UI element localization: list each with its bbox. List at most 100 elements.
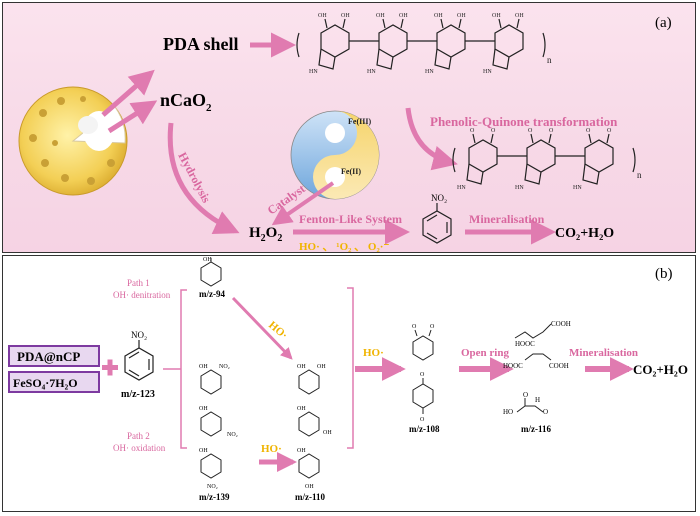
ho-radical-label: HO· [261, 443, 282, 455]
o-label: O [420, 372, 425, 378]
o-label: O [420, 417, 425, 423]
oh-label: OH [297, 448, 306, 454]
oh-label: OH [434, 13, 443, 19]
left-bracket [180, 289, 187, 449]
co2-h2o-label: CO₂+H₂O [555, 226, 614, 241]
oh-label: OH [515, 13, 524, 19]
arrow-phenol-to-product [231, 296, 293, 360]
oh-label: OH [199, 448, 208, 454]
ros-label: HO· 、 ¹O₂ 、 O₂·⁻ [299, 241, 389, 252]
hooc-label: HOOC [503, 362, 523, 370]
o-label: O [470, 128, 475, 134]
oh-label: OH [199, 406, 208, 412]
mz94-label: m/z-94 [199, 289, 225, 299]
hn-label: HN [309, 69, 318, 75]
hn-label: HN [367, 69, 376, 75]
arrow-to-ncao2 [107, 100, 158, 134]
nitrophenol-structures [200, 369, 222, 479]
panel-a: (a) PDA shell nCaO2 [2, 2, 696, 253]
oh-label: OH [305, 484, 314, 490]
mz110-label: m/z-110 [295, 492, 325, 502]
ho-radical-label: HO· [266, 319, 290, 342]
ho-label: HO [503, 408, 513, 416]
fe3-label: Fe(III) [348, 117, 371, 126]
mz116-label: m/z-116 [521, 424, 551, 434]
benzoquinone-structures [412, 329, 434, 414]
nitrobenzene-structure [124, 340, 154, 381]
o-label: O [430, 324, 435, 330]
h2o2-label: H2O2 [249, 225, 282, 244]
pda-polymer-structure [296, 18, 546, 70]
path2-desc: OH· oxidation [113, 443, 166, 453]
no2-label: NO₂ [227, 432, 238, 438]
oh-label: OH [492, 13, 501, 19]
reagent-box-feso4 [8, 371, 100, 393]
path2-title: Path 2 [127, 431, 150, 441]
nitrobenzene-structure [422, 203, 452, 244]
hydrolysis-label: Hydrolysis [175, 150, 213, 206]
n-subscript: n [637, 170, 642, 180]
o-label: O [491, 128, 496, 134]
phenol-structure [200, 258, 222, 287]
oh-label: OH [376, 13, 385, 19]
hn-label: HN [515, 185, 524, 191]
no2-label: NO₂ [207, 484, 218, 490]
cooh-label: COOH [551, 320, 571, 328]
o-label: O [412, 324, 417, 330]
reagent-pda-ncp: PDA@nCP [17, 349, 80, 364]
mz139-label: m/z-139 [199, 492, 230, 502]
reagent-box-pda-ncp [8, 345, 100, 367]
arrow-to-quinone [405, 107, 458, 171]
plus-icon [102, 359, 118, 376]
no2-label: NO₂ [219, 364, 230, 370]
oh-label: OH [317, 364, 326, 370]
panel-a-label: (a) [655, 15, 672, 31]
open-ring-label: Open ring [461, 347, 509, 359]
hooc-label: HOOC [515, 340, 535, 348]
arrow-catalyst [271, 181, 335, 226]
o-label: O [586, 128, 591, 134]
mz123-label: m/z-123 [121, 389, 155, 400]
dihydroxybenzene-structures [298, 369, 320, 479]
quinone-polymer-structure [452, 133, 636, 185]
oh-label: OH [297, 364, 306, 370]
cooh-label: COOH [549, 362, 569, 370]
dicarboxylic-acid-structures [514, 323, 552, 413]
oh-label: OH [203, 257, 212, 263]
no2-label: NO₂ [431, 193, 447, 203]
phenolic-quinone-label: Phenolic-Quinone transformation [430, 114, 618, 129]
panel-b: (b) PDA@nCP FeSO₄·7H₂O NO₂ m/z-123 [2, 255, 696, 512]
right-bracket [347, 287, 354, 449]
o-label: O [543, 408, 548, 416]
oh-label: OH [399, 13, 408, 19]
mineralisation-label: Mineralisation [469, 212, 545, 226]
ho-radical-label: HO· [363, 347, 384, 359]
nanoparticle-icon [18, 86, 128, 196]
h-label: H [535, 396, 540, 404]
mineralisation-label: Mineralisation [569, 347, 638, 359]
arrow-to-pda [101, 69, 155, 117]
fe-redox-cycle-icon [290, 110, 380, 200]
fe2-label: Fe(II) [341, 167, 361, 176]
mz108-label: m/z-108 [409, 424, 440, 434]
panel-a-canvas: (a) PDA shell nCaO2 [18, 13, 672, 253]
n-subscript: n [547, 55, 552, 65]
no2-label: NO₂ [131, 330, 147, 340]
path1-desc: OH· denitration [113, 290, 171, 300]
ncao2-label: nCaO2 [160, 90, 212, 114]
o-label: O [528, 128, 533, 134]
hn-label: HN [573, 185, 582, 191]
panel-b-canvas: (b) PDA@nCP FeSO₄·7H₂O NO₂ m/z-123 [8, 257, 688, 502]
arrow-hydrolysis [167, 122, 240, 235]
reagent-feso4: FeSO₄·7H₂O [13, 376, 78, 390]
panel-b-label: (b) [655, 266, 673, 282]
pda-shell-label: PDA shell [163, 34, 239, 54]
oh-label: OH [457, 13, 466, 19]
oh-label: OH [323, 430, 332, 436]
oh-label: OH [341, 13, 350, 19]
co2-h2o-label: CO₂+H₂O [633, 362, 688, 377]
o-label: O [523, 391, 528, 399]
hn-label: HN [425, 69, 434, 75]
oh-label: OH [297, 406, 306, 412]
